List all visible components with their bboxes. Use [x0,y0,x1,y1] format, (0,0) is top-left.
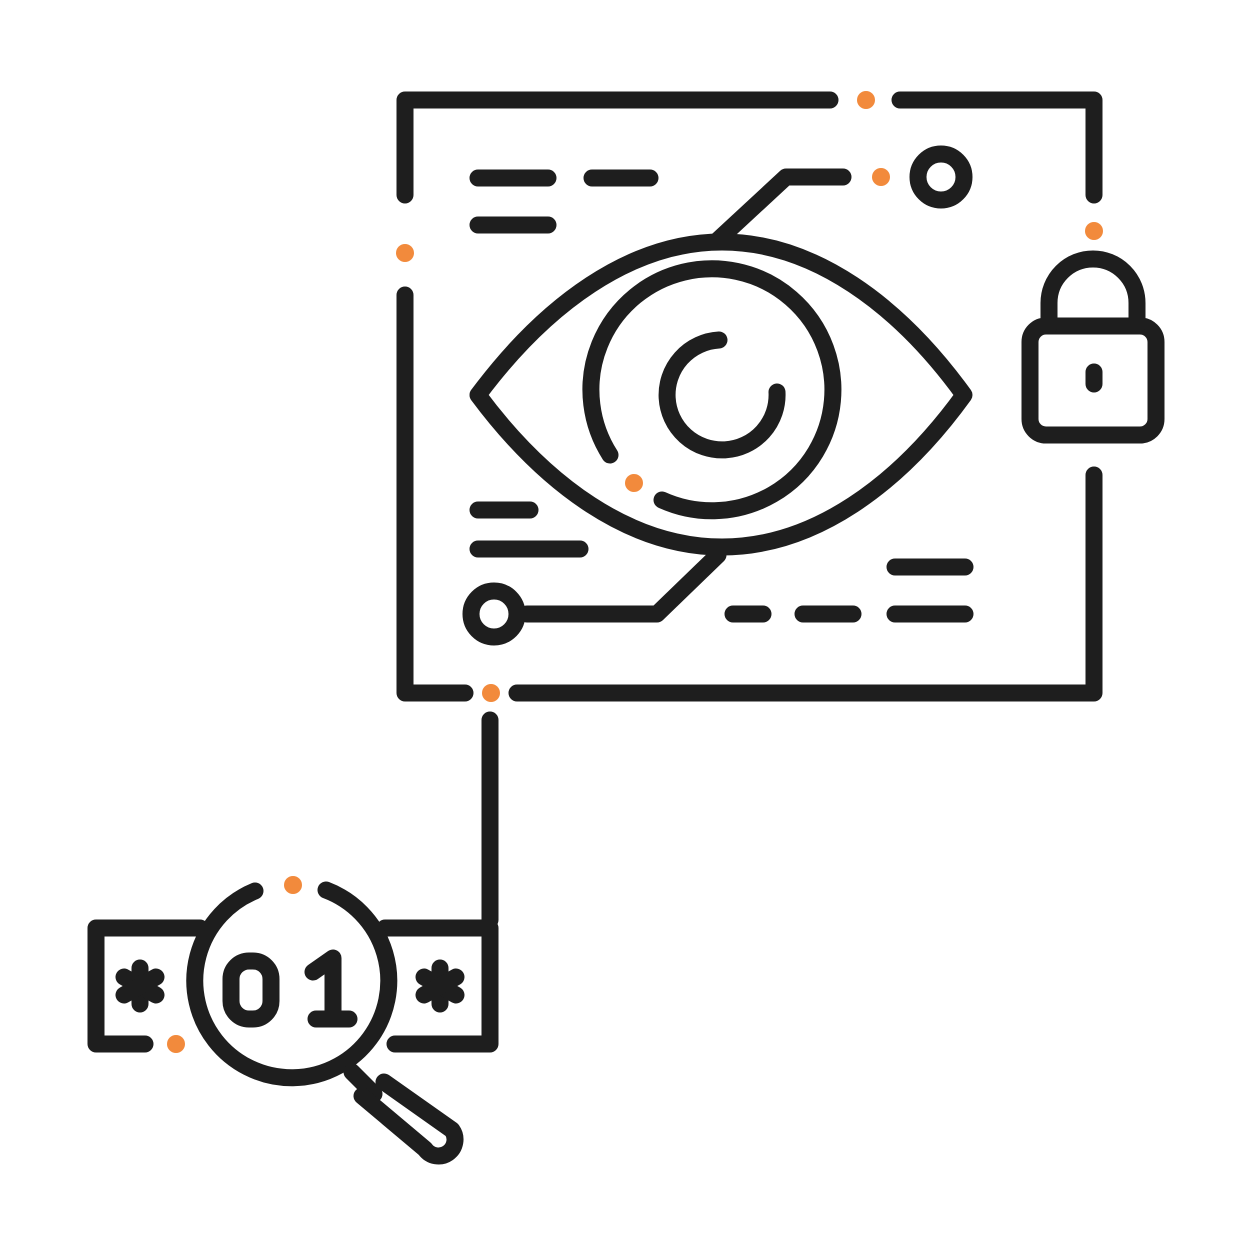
password-field [87,919,499,1053]
magnifier-lens [186,881,398,1087]
accent-dot [167,1035,185,1053]
accent-dots [167,91,1103,1053]
accent-dot [284,876,302,894]
accent-dot [872,168,890,186]
asterisk-left-icon [115,959,165,1013]
screen-frame [396,91,1103,702]
circuit-top [709,145,973,249]
padlock-icon [1021,250,1165,444]
digit-one [304,949,342,1028]
eye-outline [469,233,973,556]
accent-dot [625,474,643,492]
accent-dot [482,684,500,702]
eye-icon [469,233,973,556]
eye-pupil [658,331,786,459]
magnifier-neck [343,1063,383,1103]
code-digits [222,949,358,1028]
digit-zero [222,952,280,1028]
asterisk-right-icon [415,959,465,1013]
circuit-node-bottom [462,582,526,646]
accent-dot [1085,222,1103,240]
accent-dot [396,244,414,262]
accent-dot [857,91,875,109]
eye-iris [582,260,842,520]
magnifier-icon [186,881,464,1165]
text-lines [469,169,974,623]
circuit-bottom [462,546,727,646]
magnifier-handle [353,1073,464,1165]
circuit-node-top [909,145,973,209]
